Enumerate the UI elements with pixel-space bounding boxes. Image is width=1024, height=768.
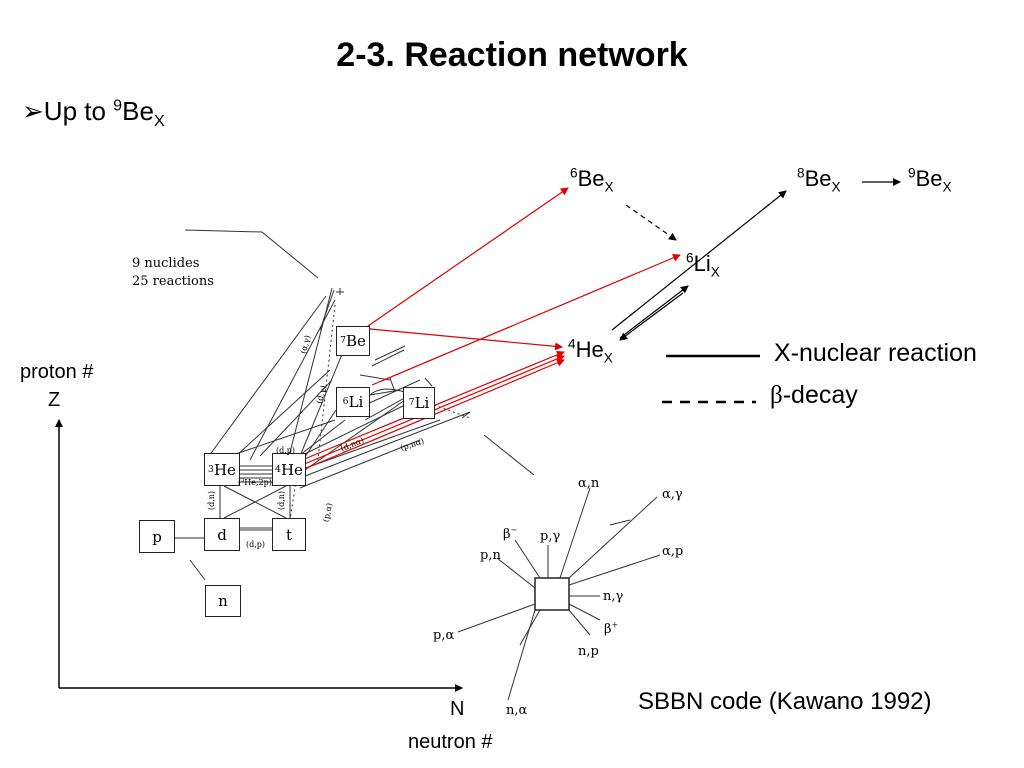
nucleus-li6x: 6LiX <box>686 250 720 280</box>
nucleus-he4x: 4HeX <box>568 336 613 366</box>
rose-label-n-gamma: n,γ <box>603 589 624 604</box>
rose-label-beta-plus: β+ <box>604 620 619 637</box>
label-he3-2p: (3He,2p) <box>238 477 272 487</box>
nuclide-box-p: p <box>139 520 175 553</box>
rose-label-beta-minus: β− <box>503 525 518 542</box>
legend-dashed-label: β-decay <box>770 381 858 409</box>
reaction-rose <box>457 487 661 701</box>
label-dn-left: (d,n) <box>207 490 217 511</box>
nucleus-be8x: 8BeX <box>797 165 841 195</box>
x-reaction-lines <box>301 178 901 471</box>
nuclide-box-t: t <box>272 518 306 551</box>
rose-label-n-p: n,p <box>578 644 599 659</box>
scan-network-lines <box>175 229 535 581</box>
label-dp-bottom: (d,p) <box>246 540 266 549</box>
rose-label-n-alpha: n,α <box>506 703 528 718</box>
nuclide-box-n: n <box>205 585 241 617</box>
nucleus-be6x: 6BeX <box>570 165 614 195</box>
rose-label-alpha-gamma: α,γ <box>662 487 683 502</box>
z-n-axes <box>55 419 463 692</box>
rose-label-p-alpha: p,α <box>433 628 455 643</box>
rose-label-alpha-p: α,p <box>662 544 684 559</box>
label-dn-right: (d,n) <box>277 490 287 511</box>
label-dp-top: (d,p) <box>276 446 296 455</box>
rose-label-p-gamma: p,γ <box>540 529 561 544</box>
legend-solid-label: X-nuclear reaction <box>774 339 977 367</box>
rose-label-p-n: p,n <box>480 548 501 563</box>
scan-summary-reactions: 25 reactions <box>132 274 214 289</box>
y-axis-symbol: Z <box>48 389 61 411</box>
scan-summary-nuclides: 9 nuclides <box>132 256 200 271</box>
page-title: 2-3. Reaction network <box>336 36 688 74</box>
credit-text: SBBN code (Kawano 1992) <box>638 688 932 715</box>
nuclide-box-d: d <box>204 518 240 551</box>
legend-lines <box>662 354 760 404</box>
y-axis-label: proton # <box>20 361 94 383</box>
beta-symbol: β <box>770 382 783 409</box>
nucleus-be9x: 9BeX <box>908 165 952 195</box>
rose-label-alpha-n: α,n <box>578 476 600 491</box>
bullet-arrow-icon: ➢ <box>22 96 44 126</box>
x-axis-symbol: N <box>450 698 465 720</box>
x-axis-label: neutron # <box>408 731 493 753</box>
bullet-up-to-be9: ➢Up to 9BeX <box>22 96 165 131</box>
